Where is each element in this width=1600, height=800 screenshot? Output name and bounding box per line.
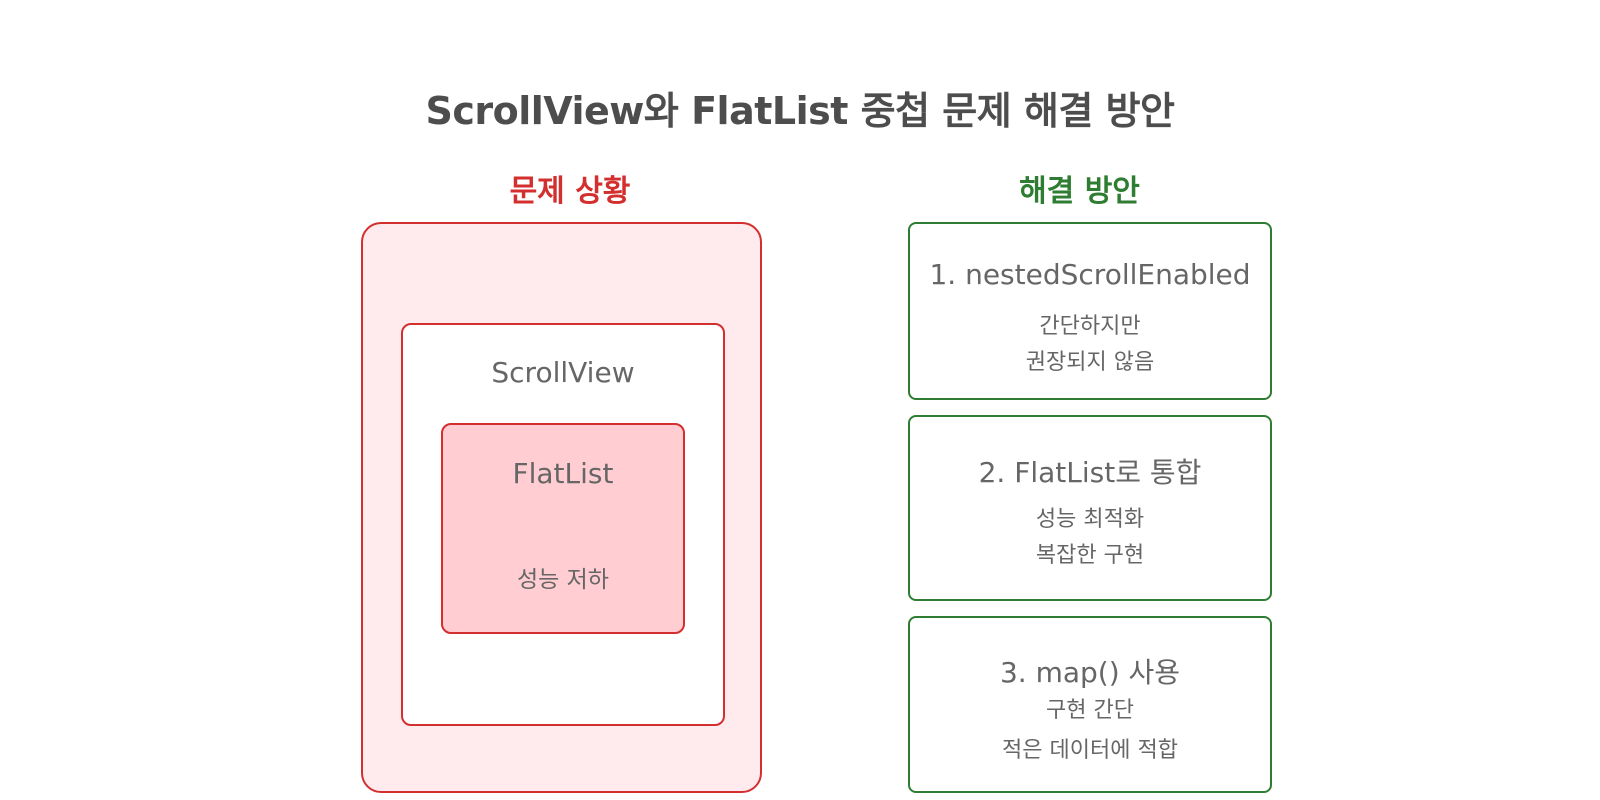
solution-card-2-line-2: 복잡한 구현	[1035, 543, 1145, 568]
solution-card-3-line-1: 구현 간단	[1046, 698, 1134, 723]
solution-card-3	[908, 616, 1272, 793]
solution-card-2-line-1: 성능 최적화	[1035, 507, 1145, 532]
solution-card-3-title: 3. map() 사용	[999, 656, 1181, 689]
scrollview-label: ScrollView	[491, 356, 635, 389]
flatlist-box	[441, 423, 685, 634]
solution-card-2-title: 2. FlatList로 통합	[978, 456, 1202, 489]
solution-card-1	[908, 222, 1272, 400]
solution-card-1-line-1: 간단하지만	[1039, 314, 1141, 339]
flatlist-label: FlatList	[512, 457, 614, 490]
problem-heading: 문제 상황	[509, 174, 631, 209]
solution-card-3-line-2: 적은 데이터에 적합	[1002, 738, 1178, 763]
solution-heading: 해결 방안	[1019, 174, 1140, 209]
solution-card-1-title: 1. nestedScrollEnabled	[929, 258, 1251, 291]
diagram-title: ScrollView와 FlatList 중첩 문제 해결 방안	[425, 89, 1175, 133]
solution-card-2	[908, 415, 1272, 601]
solution-card-1-line-2: 권장되지 않음	[1025, 350, 1155, 375]
performance-issue-label: 성능 저하	[517, 567, 609, 593]
